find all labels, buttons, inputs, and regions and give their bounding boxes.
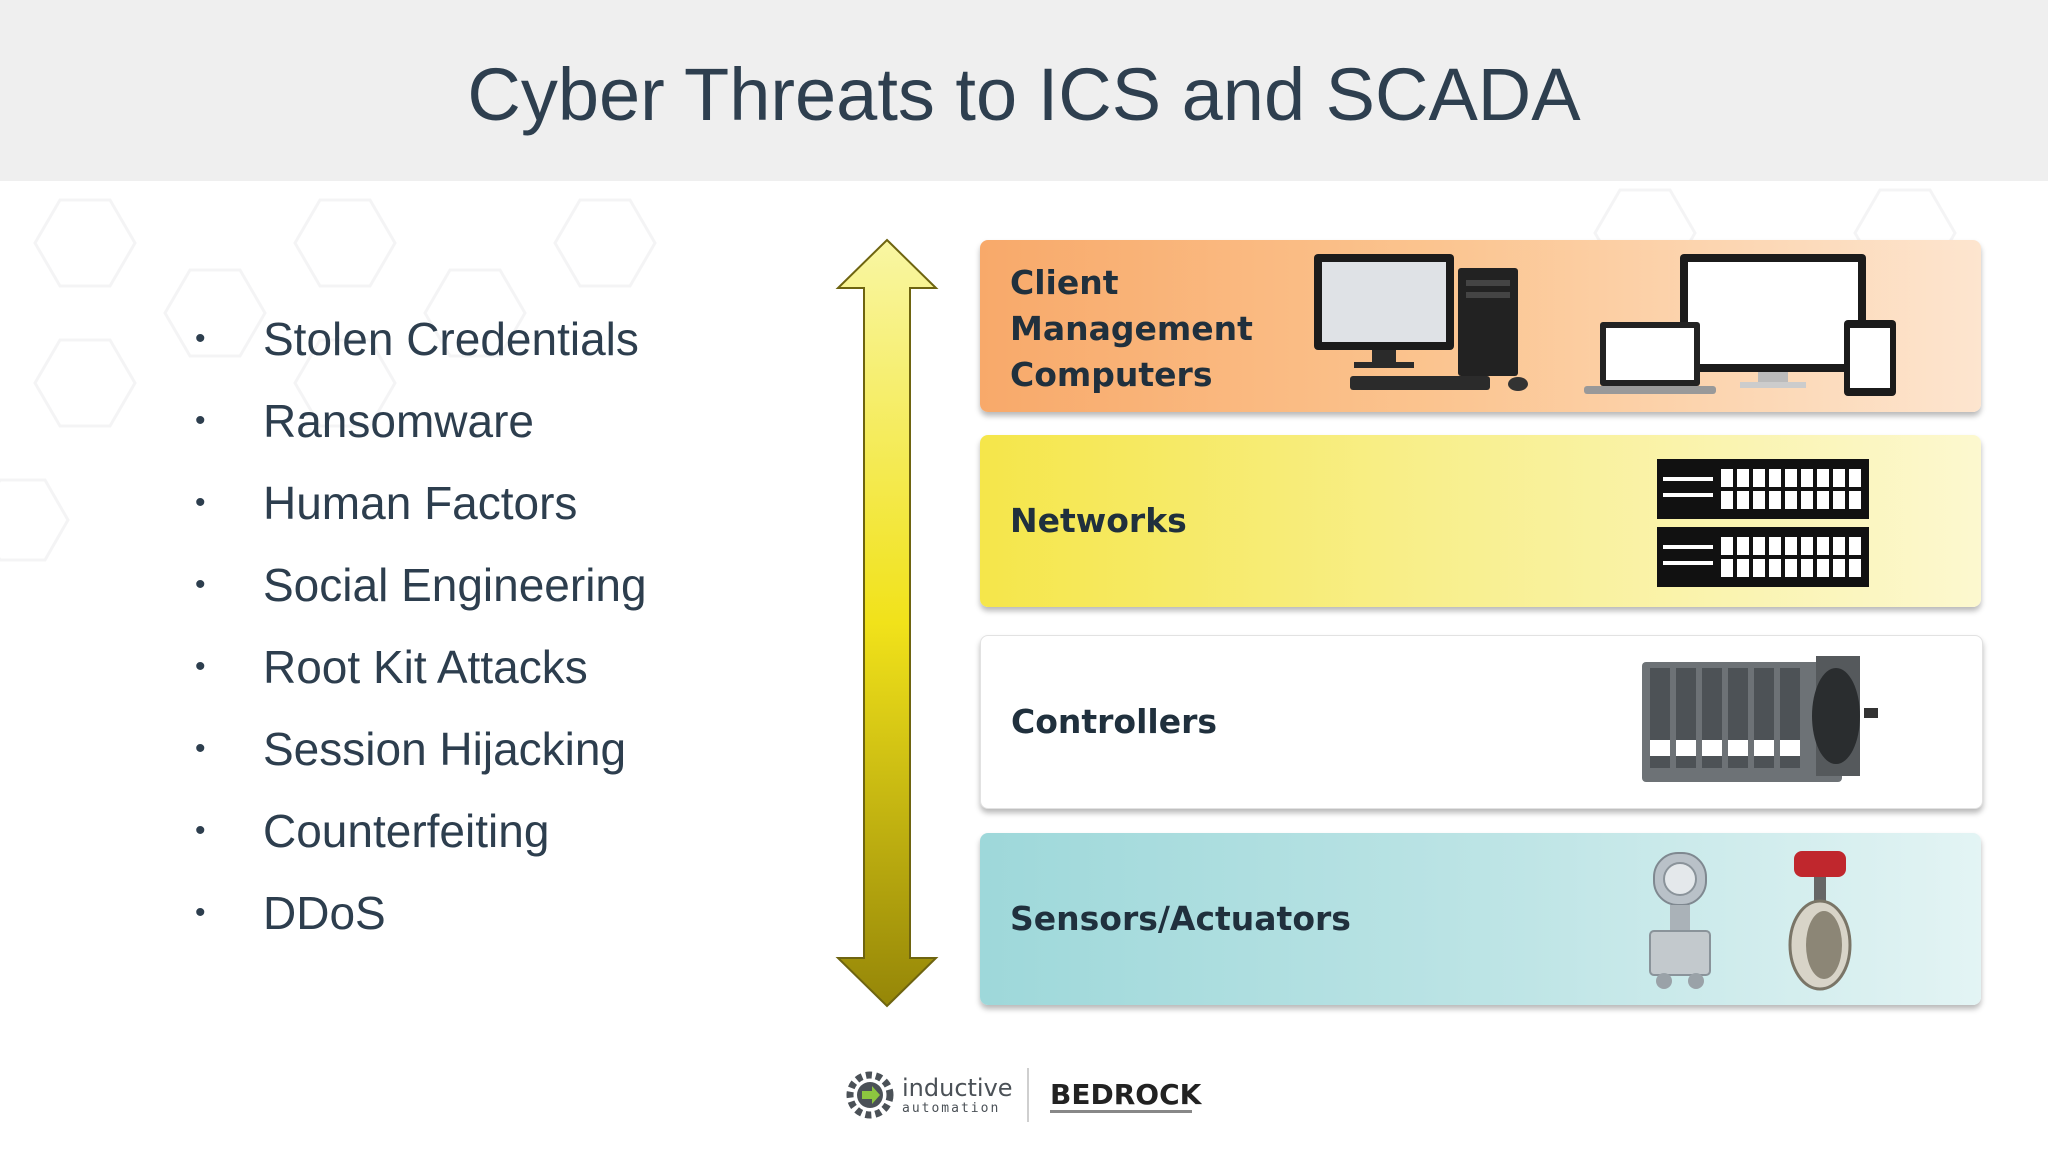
layer-label: Sensors/Actuators — [1010, 899, 1351, 938]
bullet-icon: • — [195, 650, 206, 683]
plc-controller-icon — [1642, 656, 1878, 782]
layer-sensors-actuators: Sensors/Actuators — [980, 833, 1981, 1005]
company-logos: inductive automation BEDROCK — [846, 1068, 1203, 1122]
bullet-icon: • — [195, 404, 206, 437]
slide-title: Cyber Threats to ICS and SCADA — [467, 53, 1581, 136]
list-item: •Social Engineering — [195, 550, 647, 632]
list-item: •Stolen Credentials — [195, 304, 647, 386]
layer-label: Client Management Computers — [1010, 263, 1253, 394]
layer-controllers: Controllers — [980, 635, 1983, 809]
valve-actuator-icon — [1788, 851, 1852, 991]
logo-bedrock-tagline — [1050, 1110, 1192, 1113]
network-switch-icon — [1657, 459, 1869, 587]
bullet-icon: • — [195, 896, 206, 929]
list-item: •DDoS — [195, 878, 647, 960]
pressure-transmitter-icon — [1649, 852, 1711, 989]
title-bar — [0, 0, 2048, 181]
footer-logos: inductive automation BEDROCK — [840, 1060, 1220, 1130]
threat-list: •Stolen Credentials •Ransomware •Human F… — [195, 304, 647, 960]
layer-label: Controllers — [1011, 702, 1218, 741]
desktop-computer-icon — [1314, 254, 1528, 391]
bullet-icon: • — [195, 486, 206, 519]
layer-label: Networks — [1010, 501, 1187, 540]
layer-client-management-computers: Client Management Computers — [980, 240, 1981, 412]
list-item: •Counterfeiting — [195, 796, 647, 878]
list-item: •Session Hijacking — [195, 714, 647, 796]
devices-icon — [1584, 254, 1896, 396]
logo-bedrock-text: BEDROCK — [1050, 1078, 1203, 1111]
logo-automation-text: automation — [902, 1101, 1000, 1116]
list-item: •Root Kit Attacks — [195, 632, 647, 714]
bullet-icon: • — [195, 568, 206, 601]
logo-inductive-text: inductive — [902, 1074, 1013, 1102]
list-item: •Ransomware — [195, 386, 647, 468]
bullet-icon: • — [195, 322, 206, 355]
list-item: •Human Factors — [195, 468, 647, 550]
bullet-icon: • — [195, 814, 206, 847]
double-arrow-icon — [835, 238, 939, 1008]
layer-networks: Networks — [980, 435, 1981, 607]
gear-icon — [846, 1071, 894, 1119]
bullet-icon: • — [195, 732, 206, 765]
